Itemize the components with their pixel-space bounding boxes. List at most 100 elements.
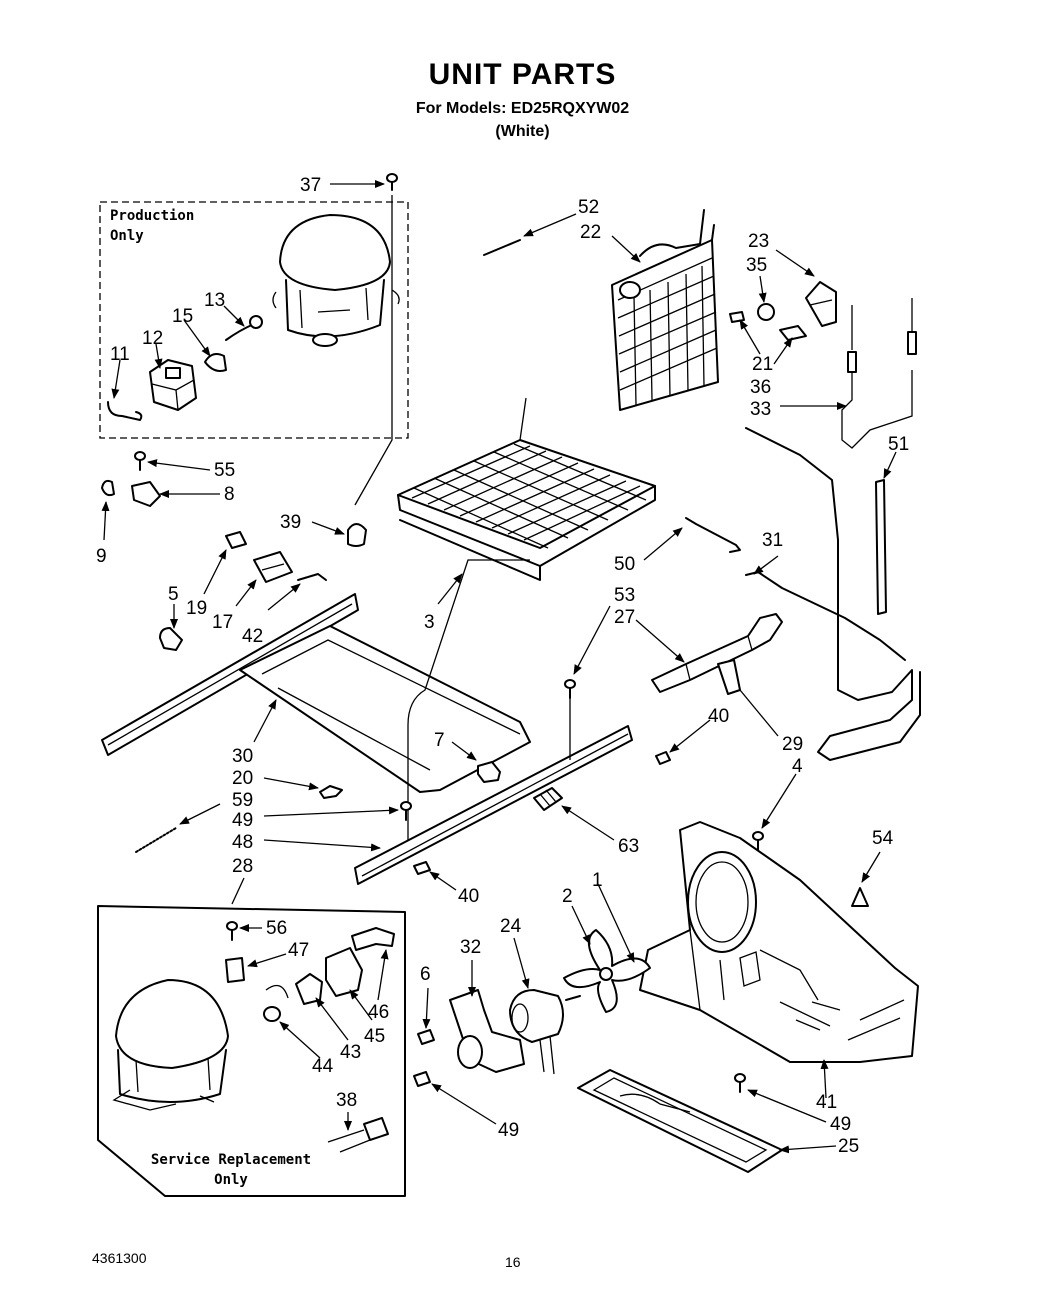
callout-4: 4 xyxy=(792,756,803,777)
part-49-screw-a xyxy=(400,801,412,821)
callout-49c: 49 xyxy=(498,1120,519,1141)
fan-mount-plate xyxy=(639,821,919,1063)
callout-46: 46 xyxy=(368,1002,389,1023)
part-49-screw-b xyxy=(413,1071,431,1087)
callout-54: 54 xyxy=(872,828,894,849)
service-replacement-box xyxy=(97,905,406,1197)
callout-2: 2 xyxy=(562,886,573,907)
frame-rails xyxy=(101,559,633,885)
part-51-tube xyxy=(875,479,887,615)
model-line: For Models: ED25RQXYW02 xyxy=(415,100,630,117)
callout-27: 27 xyxy=(614,607,635,628)
callout-8: 8 xyxy=(224,484,235,505)
part-55-screw xyxy=(134,451,146,471)
callout-40b: 40 xyxy=(458,886,479,907)
callout-6: 6 xyxy=(420,964,431,985)
part-29-clip xyxy=(717,659,741,695)
callout-37: 37 xyxy=(300,175,321,196)
part-24-fan-motor xyxy=(509,989,581,1075)
doc-number: 4361300 xyxy=(92,1250,147,1266)
callout-40a: 40 xyxy=(708,706,729,727)
callout-17: 17 xyxy=(212,612,233,633)
part-47-relay xyxy=(225,957,245,983)
callout-55: 55 xyxy=(214,460,235,481)
callout-9: 9 xyxy=(96,546,107,567)
callout-15: 15 xyxy=(172,306,193,327)
part-22-evaporator xyxy=(611,209,719,411)
callout-24: 24 xyxy=(500,916,522,937)
part-50-wire xyxy=(685,517,741,553)
callout-49b: 49 xyxy=(830,1114,851,1135)
part-23-thermostat xyxy=(805,281,837,327)
production-only-box xyxy=(99,201,409,439)
part-44-grommet xyxy=(263,984,289,1022)
part-49-screw-c xyxy=(734,1073,746,1093)
callout-5: 5 xyxy=(168,584,179,605)
part-19-connector xyxy=(225,531,247,549)
part-5-clip xyxy=(159,627,183,651)
service-box-label: Service Replacement Only xyxy=(150,1150,312,1190)
part-17-overload xyxy=(253,551,293,583)
part-46-clip xyxy=(351,927,395,951)
callout-52: 52 xyxy=(578,197,599,218)
callout-30: 30 xyxy=(232,746,253,767)
production-label-line2: Only xyxy=(110,228,144,244)
part-13-tube xyxy=(225,315,263,341)
callout-39: 39 xyxy=(280,512,301,533)
callout-41: 41 xyxy=(816,1092,837,1113)
callout-59: 59 xyxy=(232,790,253,811)
part-3-condenser xyxy=(397,397,656,581)
part-21-screw xyxy=(729,311,745,323)
color-line: (White) xyxy=(495,123,550,140)
part-45-starter xyxy=(325,947,363,997)
part-59-spring xyxy=(135,827,177,853)
part-36-bracket xyxy=(779,325,807,341)
callout-3: 3 xyxy=(424,612,435,633)
part-33-sensor xyxy=(841,298,917,449)
part-43-overload xyxy=(295,973,323,1005)
suction-tube xyxy=(745,427,921,761)
callout-12: 12 xyxy=(142,328,163,349)
part-11-clip xyxy=(107,401,143,421)
callout-11: 11 xyxy=(110,344,130,365)
part-40-screw-a xyxy=(655,751,671,765)
part-54-wire-nut xyxy=(851,887,869,907)
part-39-grommet xyxy=(347,523,367,547)
callout-56: 56 xyxy=(266,918,287,939)
callout-22: 22 xyxy=(580,222,601,243)
part-9-grommet xyxy=(101,479,115,497)
service-label-line2: Only xyxy=(214,1172,248,1188)
part-53-screw xyxy=(564,679,576,699)
tube-37-39 xyxy=(354,195,393,506)
page-title: UNIT PARTS xyxy=(428,58,617,91)
callout-49a: 49 xyxy=(232,810,253,831)
part-32-bracket xyxy=(449,989,525,1073)
production-label-line1: Production xyxy=(110,208,195,224)
callout-50: 50 xyxy=(614,554,635,575)
callout-32: 32 xyxy=(460,937,481,958)
callout-38: 38 xyxy=(336,1090,357,1111)
part-15-clip xyxy=(204,353,227,372)
part-42-terminal xyxy=(297,573,327,581)
callout-45: 45 xyxy=(364,1026,385,1047)
callout-42: 42 xyxy=(242,626,263,647)
callout-25: 25 xyxy=(838,1136,859,1157)
callout-53: 53 xyxy=(614,585,635,606)
callout-29: 29 xyxy=(782,734,803,755)
part-12-relay xyxy=(149,359,197,411)
part-56-screw xyxy=(226,921,238,941)
callout-51: 51 xyxy=(888,434,909,455)
callout-43: 43 xyxy=(340,1042,361,1063)
callout-19: 19 xyxy=(186,598,207,619)
callout-23: 23 xyxy=(748,231,769,252)
callout-13: 13 xyxy=(204,290,225,311)
callout-33: 33 xyxy=(750,399,771,420)
callout-labels: 37 52 22 23 35 13 15 12 11 21 36 33 55 8… xyxy=(96,175,909,1157)
callout-47: 47 xyxy=(288,940,309,961)
page-number: 16 xyxy=(505,1254,521,1270)
part-25-drain-pan xyxy=(577,1069,783,1173)
part-38-connector xyxy=(327,1117,389,1153)
service-label-line1: Service Replacement xyxy=(150,1152,312,1168)
part-40-screw-b xyxy=(413,861,431,875)
